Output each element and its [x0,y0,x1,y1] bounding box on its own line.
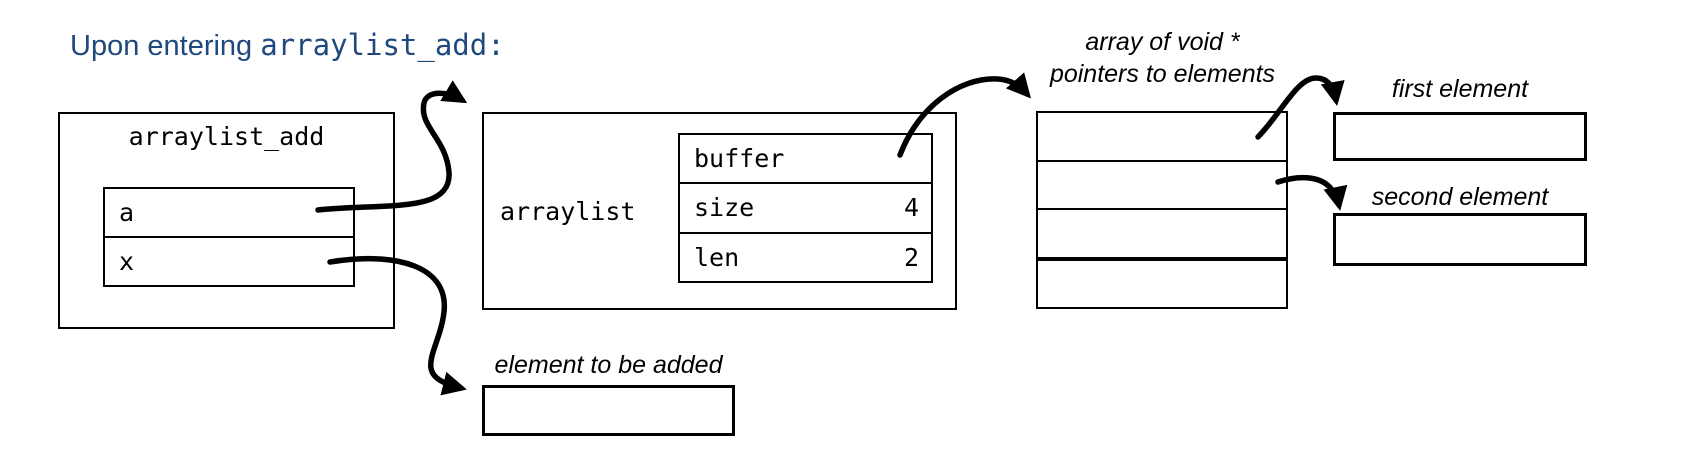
pointer-cell-3 [1038,256,1286,308]
pointer-array-caption-line1: array of void * [1085,28,1240,56]
var-row-a: a [105,189,353,236]
pointer-array-caption-line2: pointers to elements [1049,60,1276,88]
var-row-x: x [105,236,353,285]
page-title-code: arraylist_add: [260,28,505,62]
field-row-buffer: buffer [680,135,931,182]
pointer-array-caption: array of void * pointers to elements [1000,26,1325,90]
pointer-cell-2 [1038,208,1286,257]
element-to-add-caption: element to be added [494,351,723,379]
field-name-len: len [694,242,740,272]
page-title: Upon entering arraylist_add: [70,28,505,63]
second-element-caption: second element [1371,183,1549,211]
page-title-text: Upon entering [70,30,261,62]
stack-frame-var-table: a x [103,187,355,287]
pointer-array-box [1036,111,1288,309]
field-row-len: len 2 [680,231,931,281]
pointer-cell-0 [1038,113,1286,160]
arraylist-field-table: buffer size 4 len 2 [678,133,933,283]
field-name-size: size [694,193,755,223]
second-element-box [1333,213,1587,266]
var-name-x: x [119,247,135,276]
arraylist-struct-label: arraylist [500,196,636,226]
first-element-box [1333,112,1587,161]
field-name-buffer: buffer [694,144,785,174]
pointer-cell-1 [1038,159,1286,209]
field-row-size: size 4 [680,182,931,231]
first-element-caption: first element [1391,75,1529,103]
var-name-a: a [119,198,135,227]
field-value-len: 2 [903,242,919,272]
field-value-size: 4 [903,193,919,223]
stack-frame-label: arraylist_add [128,122,325,151]
element-to-add-box [482,385,735,436]
